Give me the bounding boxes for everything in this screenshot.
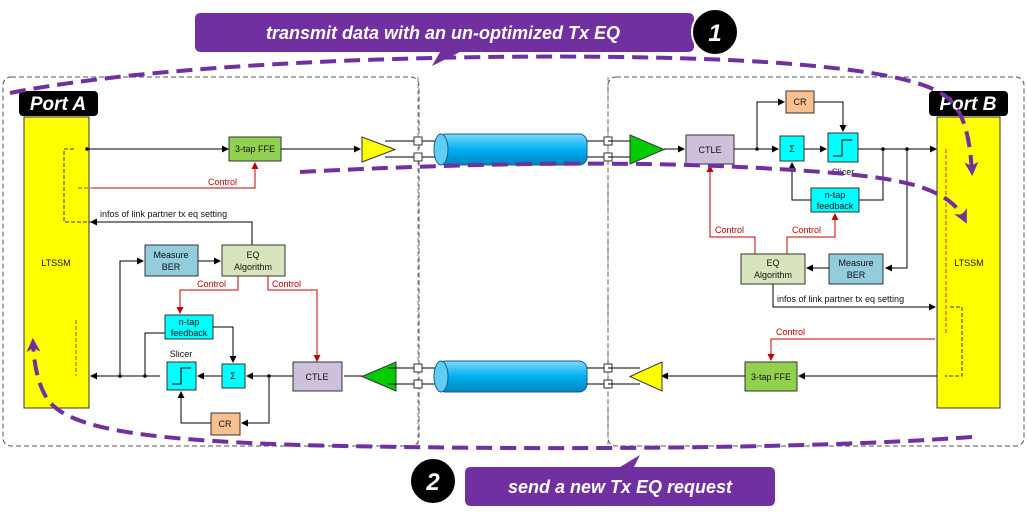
port-a-info-label: infos of link partner tx eq setting — [100, 209, 227, 219]
port-a-measure-ber-l2: BER — [162, 262, 181, 272]
callout-top-text: transmit data with an un-optimized Tx EQ — [266, 23, 620, 43]
port-a-eq-algorithm-l2: Algorithm — [234, 262, 272, 272]
port-b-ctle-label: CTLE — [698, 145, 721, 155]
port-b-tx-driver — [628, 361, 663, 392]
port-b-3tap-ffe-label: 3-tap FFE — [751, 372, 791, 382]
port-b-cr-label: CR — [794, 97, 807, 107]
port-a-control-tx: Control — [208, 177, 237, 187]
port-a-frame — [2, 76, 420, 447]
callout-bottom-number: 2 — [425, 469, 440, 496]
top-cable — [437, 133, 588, 166]
port-a-eq-algorithm — [221, 244, 286, 277]
port-a-ltssm-label: LTSSM — [41, 258, 70, 268]
port-b-measure-ber-l1: Measure — [838, 258, 873, 268]
port-a-rx-amp — [360, 361, 397, 392]
flow-arrow-middle — [299, 161, 967, 224]
port-a-eq-algorithm-l1: EQ — [246, 250, 259, 260]
port-a-ntap-l1: n-tap — [179, 317, 200, 327]
callout-top-number: 1 — [708, 20, 721, 47]
port-b-eq-algorithm-l2: Algorithm — [754, 270, 792, 280]
port-b-ltssm-label: LTSSM — [954, 258, 983, 268]
port-b-rx-amp — [629, 134, 666, 165]
callout-bottom-bubble — [465, 455, 775, 506]
port-a-ntap-l2: feedback — [171, 328, 208, 338]
top-channel — [413, 133, 613, 166]
port-a-slicer-label: Slicer — [170, 349, 193, 359]
port-a-title: Port A — [30, 94, 86, 115]
flow-arrow-top — [9, 54, 979, 176]
port-a-ctle-label: CTLE — [305, 372, 328, 382]
port-a-3tap-ffe — [228, 136, 282, 162]
port-b-sum — [779, 135, 805, 162]
port-a-3tap-ffe-label: 3-tap FFE — [235, 144, 275, 154]
port-a-sum-label: Σ — [230, 371, 236, 381]
flow-arrow-bottom — [26, 338, 973, 451]
bottom-channel — [413, 360, 613, 393]
port-b-ntap-feedback — [810, 187, 860, 213]
callout-top-bubble — [195, 13, 694, 66]
callout-top-number-badge — [691, 8, 739, 56]
port-a-cr-label: CR — [219, 419, 232, 429]
port-a-title-bg — [19, 91, 98, 116]
port-b-eq-algorithm-l1: EQ — [766, 258, 779, 268]
port-b-sum-label: Σ — [789, 144, 795, 154]
port-b-control-left: Control — [715, 225, 744, 235]
port-a-control-right: Control — [272, 279, 301, 289]
port-b-info-label: infos of link partner tx eq setting — [777, 294, 904, 304]
port-a-measure-ber-l1: Measure — [153, 250, 188, 260]
port-b-slicer — [827, 132, 859, 163]
port-b-ntap-l2: feedback — [817, 201, 854, 211]
port-b-eq-algorithm — [740, 253, 806, 285]
port-b-control-tx: Control — [776, 327, 805, 337]
port-a-tx-driver — [361, 136, 397, 163]
callout-bottom-number-badge — [409, 457, 457, 505]
port-b-3tap-ffe — [744, 361, 798, 392]
port-a-cr — [210, 412, 241, 436]
port-a-ntap-feedback — [164, 314, 214, 340]
port-a-measure-ber — [144, 244, 199, 277]
port-b-measure-ber-l2: BER — [847, 270, 866, 280]
callout-bottom-text: send a new Tx EQ request — [508, 477, 733, 497]
port-b-control-right: Control — [792, 225, 821, 235]
port-a-control-left: Control — [197, 279, 226, 289]
port-b-title: Port B — [940, 94, 997, 115]
port-b-ntap-l1: n-tap — [825, 190, 846, 200]
bottom-cable — [437, 360, 588, 393]
port-b-measure-ber — [828, 253, 884, 285]
port-b-ctle — [685, 134, 735, 165]
